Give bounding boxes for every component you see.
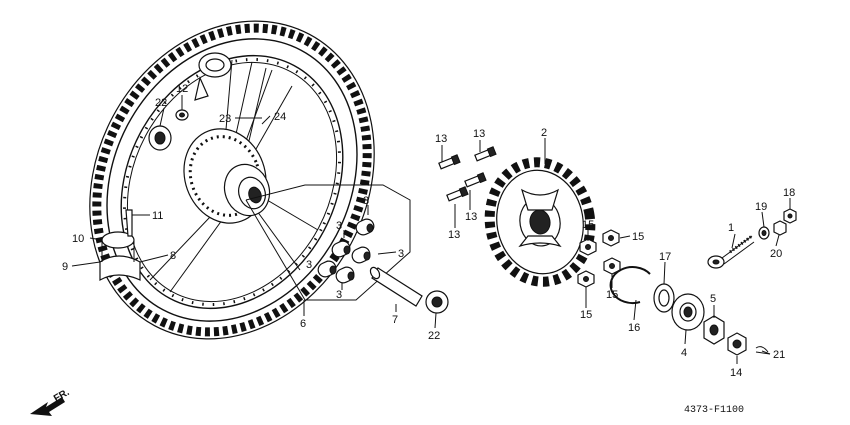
stud-bolts <box>438 146 497 202</box>
callout-3: 3 <box>306 259 312 271</box>
damper-rubber-group <box>245 184 411 301</box>
callout-5: 5 <box>710 293 716 305</box>
rim-band-tube <box>194 52 232 101</box>
axle-nut <box>727 332 747 356</box>
callout-15: 15 <box>606 289 618 301</box>
callout-19: 19 <box>755 201 767 213</box>
chain-adjuster <box>707 234 755 269</box>
callout-11: 11 <box>152 210 163 222</box>
callout-8: 8 <box>170 250 176 262</box>
callout-13: 13 <box>448 229 460 241</box>
adjuster-hardware <box>758 208 797 240</box>
callout-3: 3 <box>363 195 369 207</box>
callout-labels: 1 2 3 3 3 3 3 4 5 6 7 8 9 10 11 12 13 13… <box>62 83 795 379</box>
callout-12: 12 <box>176 83 188 95</box>
callout-7: 7 <box>392 314 398 326</box>
callout-2: 2 <box>541 127 547 139</box>
callout-14: 14 <box>730 367 742 379</box>
callout-20: 20 <box>770 248 782 260</box>
callout-3: 3 <box>336 289 342 301</box>
callout-1: 1 <box>728 222 734 234</box>
callout-3: 3 <box>336 220 342 232</box>
callout-22: 22 <box>428 330 440 342</box>
side-collar <box>703 315 725 345</box>
bearing-lower <box>425 290 449 314</box>
callout-22: 22 <box>155 97 167 109</box>
rear-wheel-tire <box>89 20 375 340</box>
callout-15: 15 <box>632 231 644 243</box>
front-direction-indicator: FR. <box>30 387 72 416</box>
figure-code: 4373-F1100 <box>684 405 744 416</box>
sprocket-flange <box>671 293 705 331</box>
callout-23: 23 <box>219 113 231 125</box>
callout-17: 17 <box>659 251 671 263</box>
oil-seal <box>653 283 675 313</box>
callout-13: 13 <box>435 133 447 145</box>
rim-lock-parts <box>99 209 141 282</box>
callout-24: 24 <box>274 111 286 123</box>
callout-6: 6 <box>300 318 306 330</box>
callout-21: 21 <box>773 349 785 361</box>
axle-sleeve <box>369 266 423 307</box>
callout-13: 13 <box>473 128 485 140</box>
driven-sprocket <box>484 157 596 287</box>
leader-lines <box>71 95 791 364</box>
callout-16: 16 <box>628 322 640 334</box>
direction-label: FR. <box>52 387 72 405</box>
callout-13: 13 <box>465 211 477 223</box>
callout-10: 10 <box>72 233 84 245</box>
callout-18: 18 <box>783 187 795 199</box>
callout-4: 4 <box>681 347 687 359</box>
callout-9: 9 <box>62 261 68 273</box>
collar <box>175 109 189 121</box>
callout-15: 15 <box>580 309 592 321</box>
bearing-upper <box>148 125 172 151</box>
callout-15: 15 <box>582 219 594 231</box>
callout-3: 3 <box>398 248 404 260</box>
cotter-pin <box>755 346 771 355</box>
sprocket-nuts <box>577 229 621 288</box>
